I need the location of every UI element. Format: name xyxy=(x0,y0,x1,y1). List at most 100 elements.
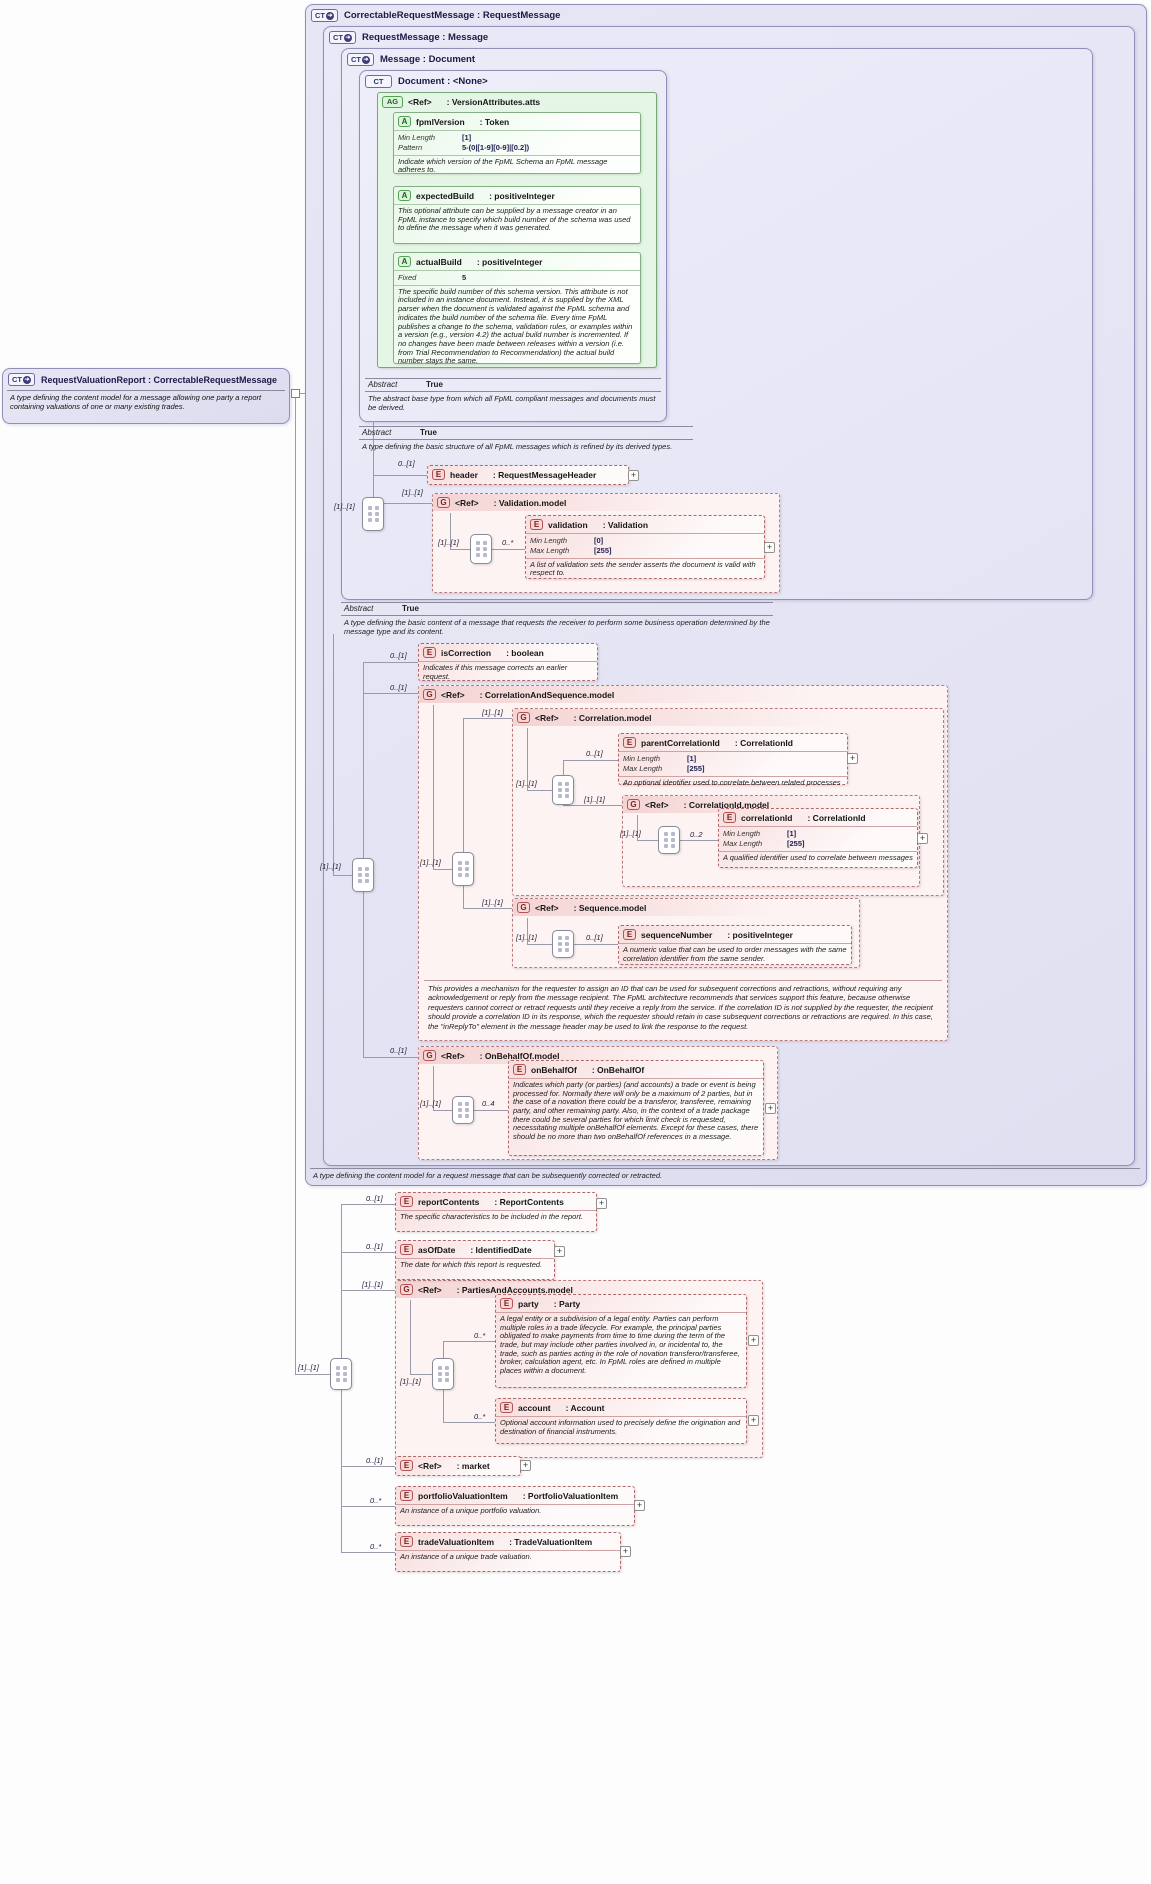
element-party[interactable]: E party : Party A legal entity or a subd… xyxy=(495,1294,747,1388)
sequence-model-header[interactable]: G <Ref> : Sequence.model xyxy=(513,899,859,916)
document-title: Document : <None> xyxy=(398,76,488,87)
element-header[interactable]: E header : RequestMessageHeader xyxy=(427,465,629,485)
actualbuild-name: actualBuild xyxy=(416,256,462,267)
expand-button[interactable]: + xyxy=(520,1460,531,1471)
connector-line xyxy=(563,760,618,761)
expand-button[interactable]: + xyxy=(765,1103,776,1114)
group-icon: G xyxy=(517,902,530,913)
expand-button[interactable]: + xyxy=(748,1415,759,1426)
element-icon: E xyxy=(432,469,445,480)
party-name: party xyxy=(518,1298,539,1309)
connector-line xyxy=(474,1110,508,1111)
fpmlversion-header[interactable]: A fpmlVersion : Token xyxy=(394,113,640,130)
sequencenumber-type: : positiveInteger xyxy=(727,929,793,940)
expand-button[interactable]: + xyxy=(634,1500,645,1511)
validation-model-header[interactable]: G <Ref> : Validation.model xyxy=(433,494,779,511)
element-icon: E xyxy=(400,1536,413,1547)
parentcorrelationid-description: An optional identifier used to correlate… xyxy=(619,775,847,790)
actualbuild-header[interactable]: A actualBuild : positiveInteger xyxy=(394,253,640,270)
sequence-compositor[interactable] xyxy=(362,497,384,531)
connector-line xyxy=(574,944,618,945)
cardinality-label: 0..* xyxy=(474,1331,486,1340)
party-type: : Party xyxy=(553,1298,581,1309)
onbehalfof-model-header[interactable]: G <Ref> : OnBehalfOf.model xyxy=(419,1047,777,1064)
element-account[interactable]: E account : Account Optional account inf… xyxy=(495,1398,747,1444)
market-ref: <Ref> xyxy=(418,1460,442,1471)
element-tradevaluationitem[interactable]: E tradeValuationItem : TradeValuationIte… xyxy=(395,1532,621,1572)
connector-line xyxy=(450,513,451,549)
connector-line xyxy=(433,1066,434,1110)
versionattributes-header[interactable]: AG <Ref> : VersionAttributes.atts xyxy=(378,93,656,111)
element-reportcontents[interactable]: E reportContents : ReportContents The sp… xyxy=(395,1192,597,1232)
element-iscorrection[interactable]: E isCorrection : boolean Indicates if th… xyxy=(418,643,598,681)
connector-line xyxy=(341,1552,395,1553)
requestmessage-header[interactable]: CT➔ RequestMessage : Message xyxy=(324,27,1134,48)
expand-button[interactable]: + xyxy=(554,1246,565,1257)
expand-button[interactable]: + xyxy=(764,542,775,553)
derivation-icon: ➔ xyxy=(326,11,334,20)
attributegroup-icon: AG xyxy=(382,96,403,108)
element-portfoliovaluationitem[interactable]: E portfolioValuationItem : PortfolioValu… xyxy=(395,1486,635,1526)
sequence-compositor[interactable] xyxy=(452,1096,474,1124)
message-header[interactable]: CT➔ Message : Document xyxy=(342,49,1092,70)
connector-line xyxy=(373,475,427,476)
cardinality-label: 0..* xyxy=(474,1412,486,1421)
element-icon: E xyxy=(400,1244,413,1255)
element-parentcorrelationid[interactable]: E parentCorrelationId : CorrelationId Mi… xyxy=(618,733,848,786)
attribute-fpmlversion[interactable]: A fpmlVersion : Token Min Length[1] Patt… xyxy=(393,112,641,174)
complextype-icon: CT➔ xyxy=(347,53,374,66)
validation-model-type: : Validation.model xyxy=(493,497,567,508)
sequence-compositor[interactable] xyxy=(452,852,474,886)
expand-button[interactable]: + xyxy=(917,833,928,844)
requestvaluationreport-header[interactable]: CT➔ RequestValuationReport : Correctable… xyxy=(3,369,289,390)
header-element-header[interactable]: E header : RequestMessageHeader xyxy=(428,466,628,483)
complextype-requestvaluationreport[interactable]: CT➔ RequestValuationReport : Correctable… xyxy=(2,368,290,424)
correlation-model-header[interactable]: G <Ref> : Correlation.model xyxy=(513,709,943,726)
sequence-compositor[interactable] xyxy=(330,1358,352,1390)
reportcontents-name: reportContents xyxy=(418,1196,480,1207)
cardinality-label: [1]..[1] xyxy=(298,1363,319,1372)
correctablerequestmessage-header[interactable]: CT➔ CorrectableRequestMessage : RequestM… xyxy=(306,5,1146,26)
element-validation[interactable]: E validation : Validation Min Length[0] … xyxy=(525,515,765,579)
element-icon: E xyxy=(500,1298,513,1309)
expand-button[interactable]: + xyxy=(628,470,639,481)
cardinality-label: [1]..[1] xyxy=(482,898,503,907)
expand-button[interactable]: + xyxy=(596,1198,607,1209)
cardinality-label: 0..[1] xyxy=(366,1194,383,1203)
connector-line xyxy=(563,805,622,806)
cardinality-label: 0..[1] xyxy=(366,1456,383,1465)
element-asofdate[interactable]: E asOfDate : IdentifiedDate The date for… xyxy=(395,1240,555,1280)
expand-button[interactable]: + xyxy=(620,1546,631,1557)
versionattributes-ref: <Ref> xyxy=(408,97,432,107)
expectedbuild-header[interactable]: A expectedBuild : positiveInteger xyxy=(394,187,640,204)
attribute-icon: A xyxy=(398,190,411,201)
correlationandsequence-header[interactable]: G <Ref> : CorrelationAndSequence.model xyxy=(419,686,947,703)
element-market[interactable]: E <Ref> : market xyxy=(395,1456,521,1476)
group-icon: G xyxy=(423,1050,436,1061)
connector-line xyxy=(373,422,374,514)
cardinality-label: 0..4 xyxy=(482,1099,495,1108)
sequence-compositor[interactable] xyxy=(552,775,574,805)
expand-button[interactable]: + xyxy=(748,1335,759,1346)
cardinality-label: [1]..[1] xyxy=(320,862,341,871)
cardinality-label: [1]..[1] xyxy=(584,795,605,804)
element-correlationid[interactable]: E correlationId : CorrelationId Min Leng… xyxy=(718,808,918,868)
sequence-compositor[interactable] xyxy=(352,858,374,892)
document-header[interactable]: CT Document : <None> xyxy=(360,71,666,92)
expand-button[interactable]: + xyxy=(847,753,858,764)
connector-handle[interactable] xyxy=(291,389,300,398)
connector-line xyxy=(363,693,418,694)
cardinality-label: [1]..[1] xyxy=(516,779,537,788)
element-onbehalfof[interactable]: E onBehalfOf : OnBehalfOf Indicates whic… xyxy=(508,1060,764,1156)
sequence-compositor[interactable] xyxy=(658,826,680,854)
connector-line xyxy=(443,1341,495,1342)
attribute-expectedbuild[interactable]: A expectedBuild : positiveInteger This o… xyxy=(393,186,641,244)
partiesandaccounts-header[interactable]: G <Ref> : PartiesAndAccounts.model xyxy=(396,1281,762,1298)
sequence-compositor[interactable] xyxy=(470,534,492,564)
sequence-compositor[interactable] xyxy=(552,930,574,958)
fpmlversion-name: fpmlVersion xyxy=(416,116,465,127)
element-sequencenumber[interactable]: E sequenceNumber : positiveInteger A num… xyxy=(618,925,852,965)
sequence-compositor[interactable] xyxy=(432,1358,454,1390)
